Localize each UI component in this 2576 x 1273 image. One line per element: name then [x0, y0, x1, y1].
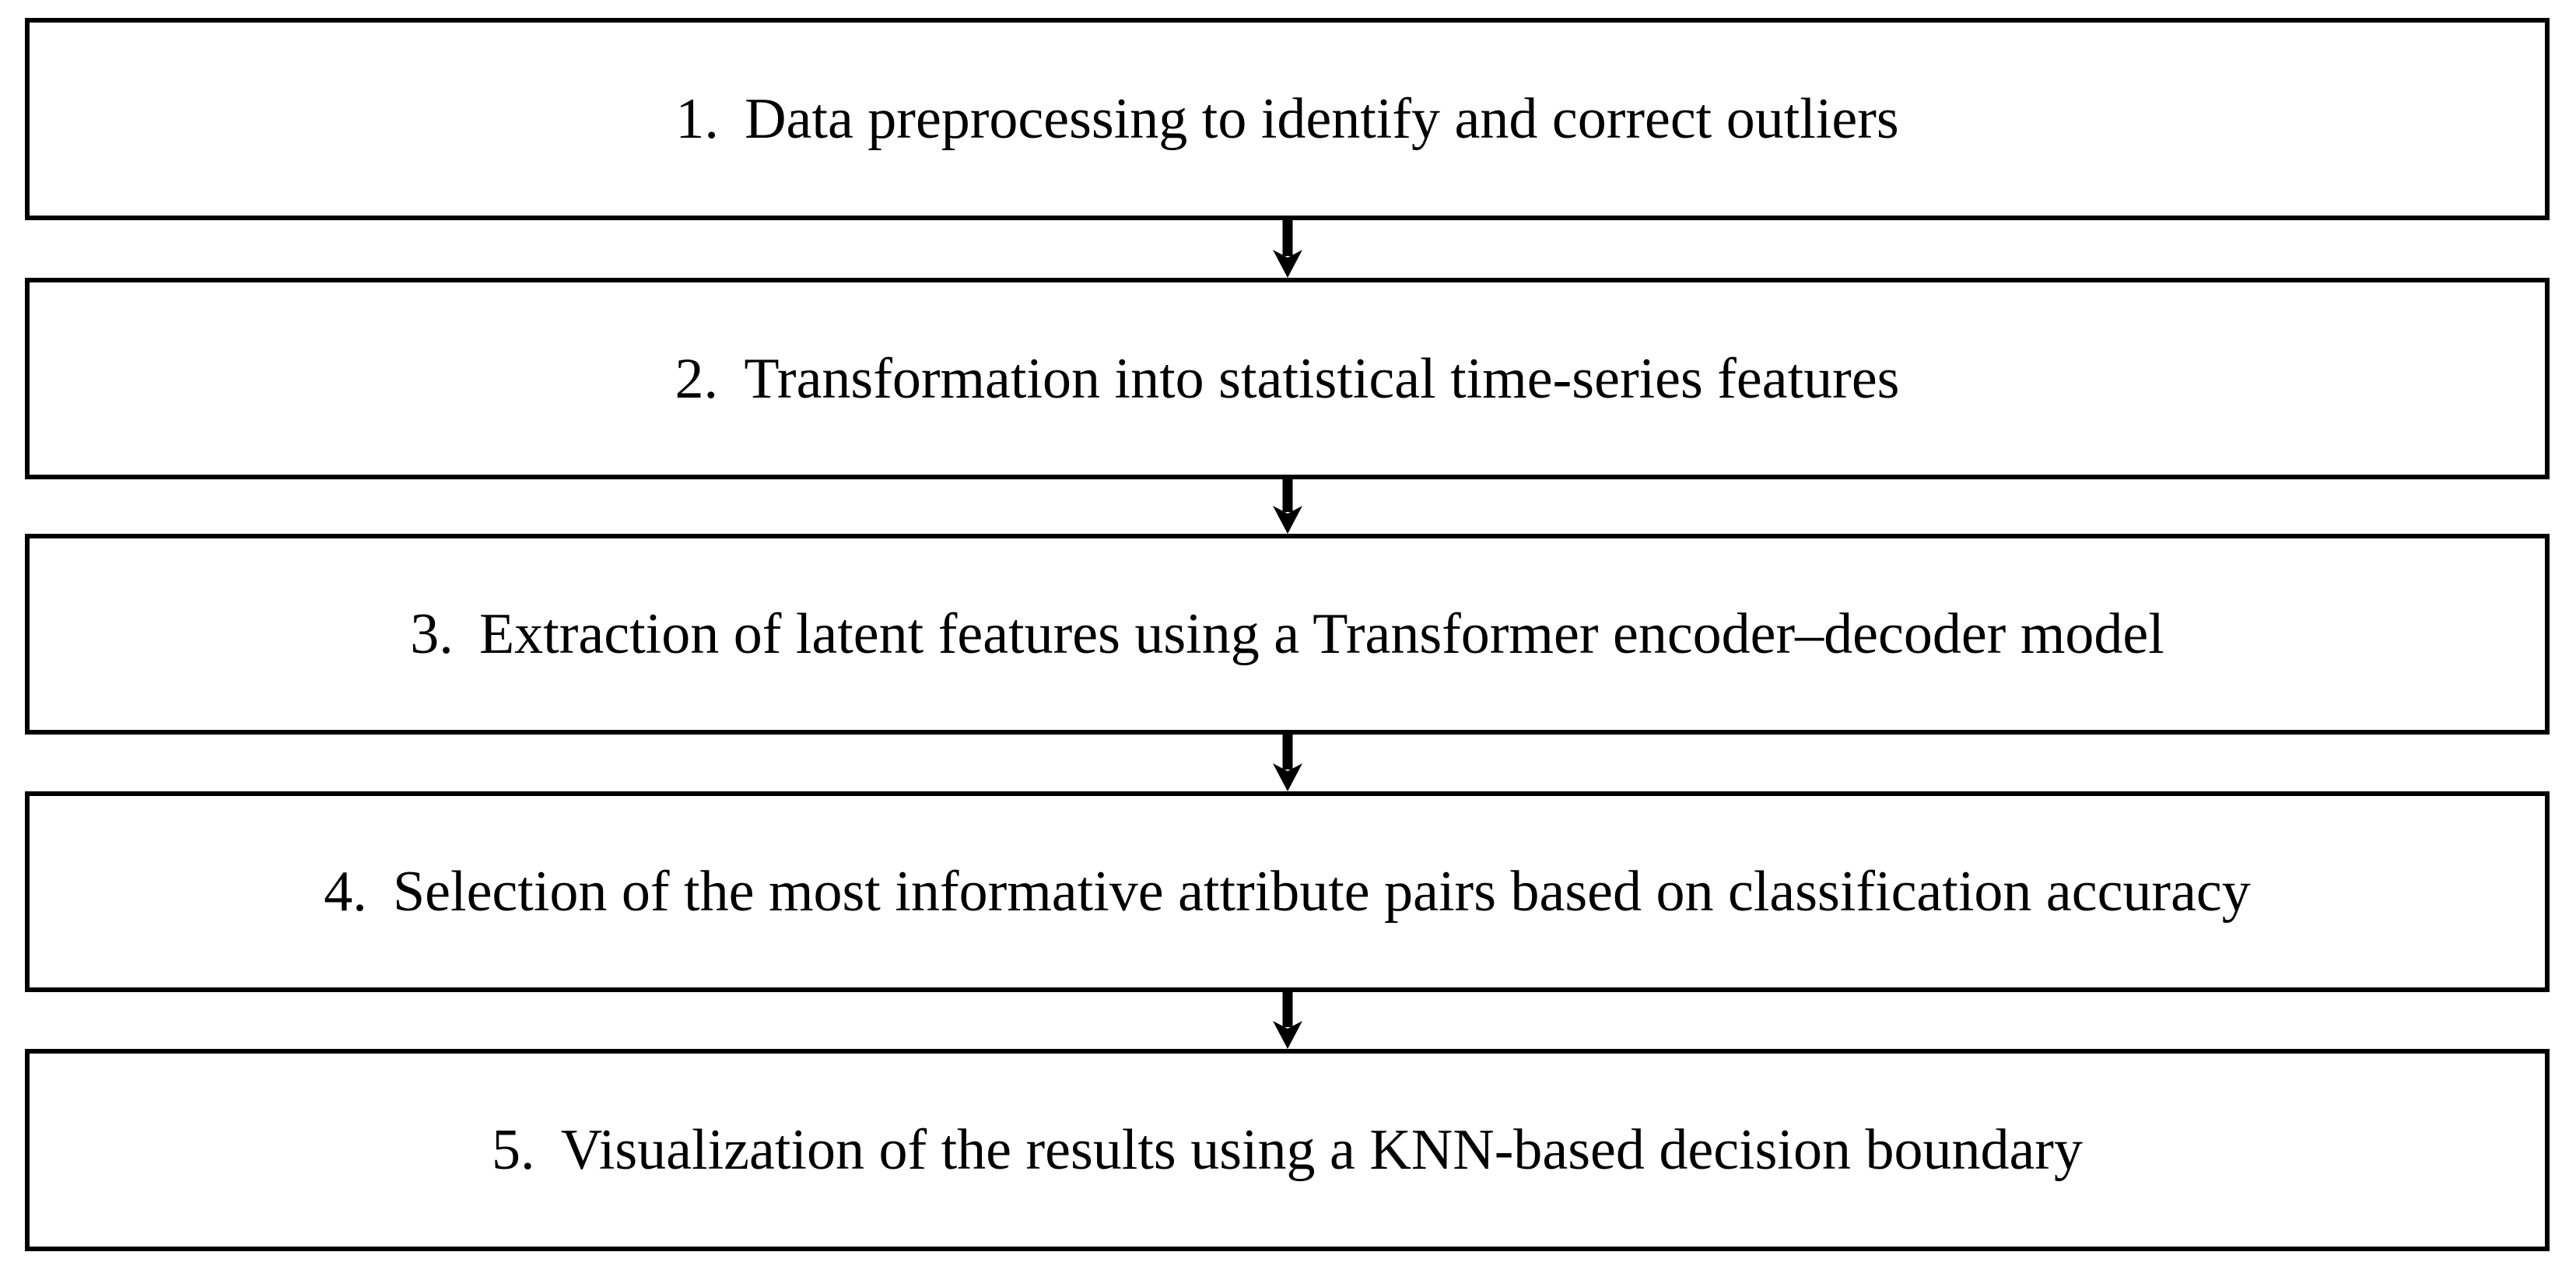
step-label: Visualization of the results using a KNN… [560, 1118, 2083, 1182]
down-arrow-icon [1270, 992, 1305, 1049]
step-number: 5. [492, 1118, 535, 1182]
down-arrow-icon [1270, 479, 1305, 534]
step-label: Extraction of latent features using a Tr… [478, 602, 2164, 666]
step-box-4: 4. Selection of the most informative attr… [25, 791, 2550, 992]
down-arrow-icon [1270, 220, 1305, 278]
step-number: 4. [324, 860, 367, 924]
step-box-3: 3. Extraction of latent features using a … [25, 534, 2550, 735]
step-label: Selection of the most informative attrib… [393, 860, 2251, 924]
step-number: 1. [675, 87, 719, 151]
step-number: 3. [410, 602, 454, 666]
down-arrow-icon [1270, 735, 1305, 791]
step-box-5: 5. Visualization of the results using a K… [25, 1049, 2550, 1251]
step-box-1: 1. Data preprocessing to identify and cor… [25, 18, 2550, 220]
step-number: 2. [675, 346, 719, 411]
step-label: Transformation into statistical time-ser… [744, 346, 1900, 411]
step-label: Data preprocessing to identify and corre… [745, 87, 1899, 151]
step-box-2: 2. Transformation into statistical time-s… [25, 278, 2550, 479]
